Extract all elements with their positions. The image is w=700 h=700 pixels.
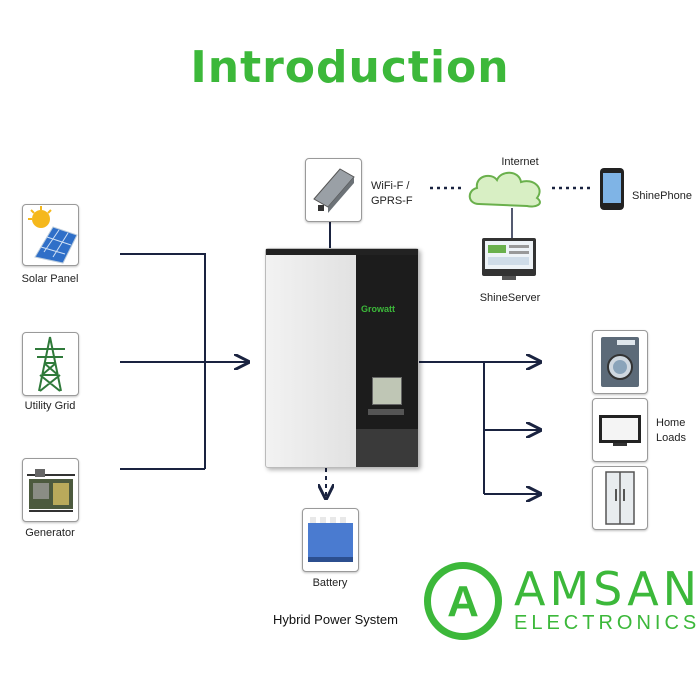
amsan-logo-letter: A	[447, 577, 479, 626]
amsan-logo-name: AMSAN	[514, 562, 700, 616]
phone-label: ShinePhone	[632, 190, 692, 202]
solar-panel-label: Solar Panel	[21, 273, 79, 285]
solar-panel-icon	[22, 204, 79, 266]
home-loads-label-2: Loads	[656, 432, 686, 444]
inverter-buttons	[368, 409, 404, 415]
cloud-icon	[468, 171, 541, 208]
inverter-front-panel: Growatt	[356, 249, 418, 467]
output-bus-lines	[416, 362, 540, 494]
server-label: ShineServer	[479, 292, 541, 304]
server-icon	[482, 238, 536, 280]
generator-icon	[22, 458, 79, 522]
inverter-display	[372, 377, 402, 405]
refrigerator-icon	[592, 466, 648, 530]
tv-icon	[592, 398, 648, 462]
page-title: Introduction	[190, 42, 510, 93]
phone-icon	[600, 168, 624, 210]
home-loads-label-1: Home	[656, 417, 686, 429]
hybrid-inverter: Growatt	[265, 248, 419, 468]
input-bus-lines	[120, 253, 248, 470]
wifi-label-2: GPRS-F	[371, 195, 413, 207]
washing-machine-icon	[592, 330, 648, 394]
internet-label: Internet	[501, 156, 539, 168]
amsan-logo-mark: A	[424, 562, 502, 640]
battery-label: Battery	[312, 577, 348, 589]
wifi-label-1: WiFi-F /	[371, 180, 410, 192]
wifi-module-icon	[305, 158, 362, 222]
diagram-caption: Hybrid Power System	[273, 612, 398, 627]
inverter-brand-label: Growatt	[361, 304, 396, 314]
amsan-logo-subtitle: ELECTRONICS	[514, 612, 700, 634]
generator-label: Generator	[25, 527, 75, 539]
battery-icon	[302, 508, 359, 572]
utility-grid-icon	[22, 332, 79, 396]
utility-grid-label: Utility Grid	[24, 400, 76, 412]
